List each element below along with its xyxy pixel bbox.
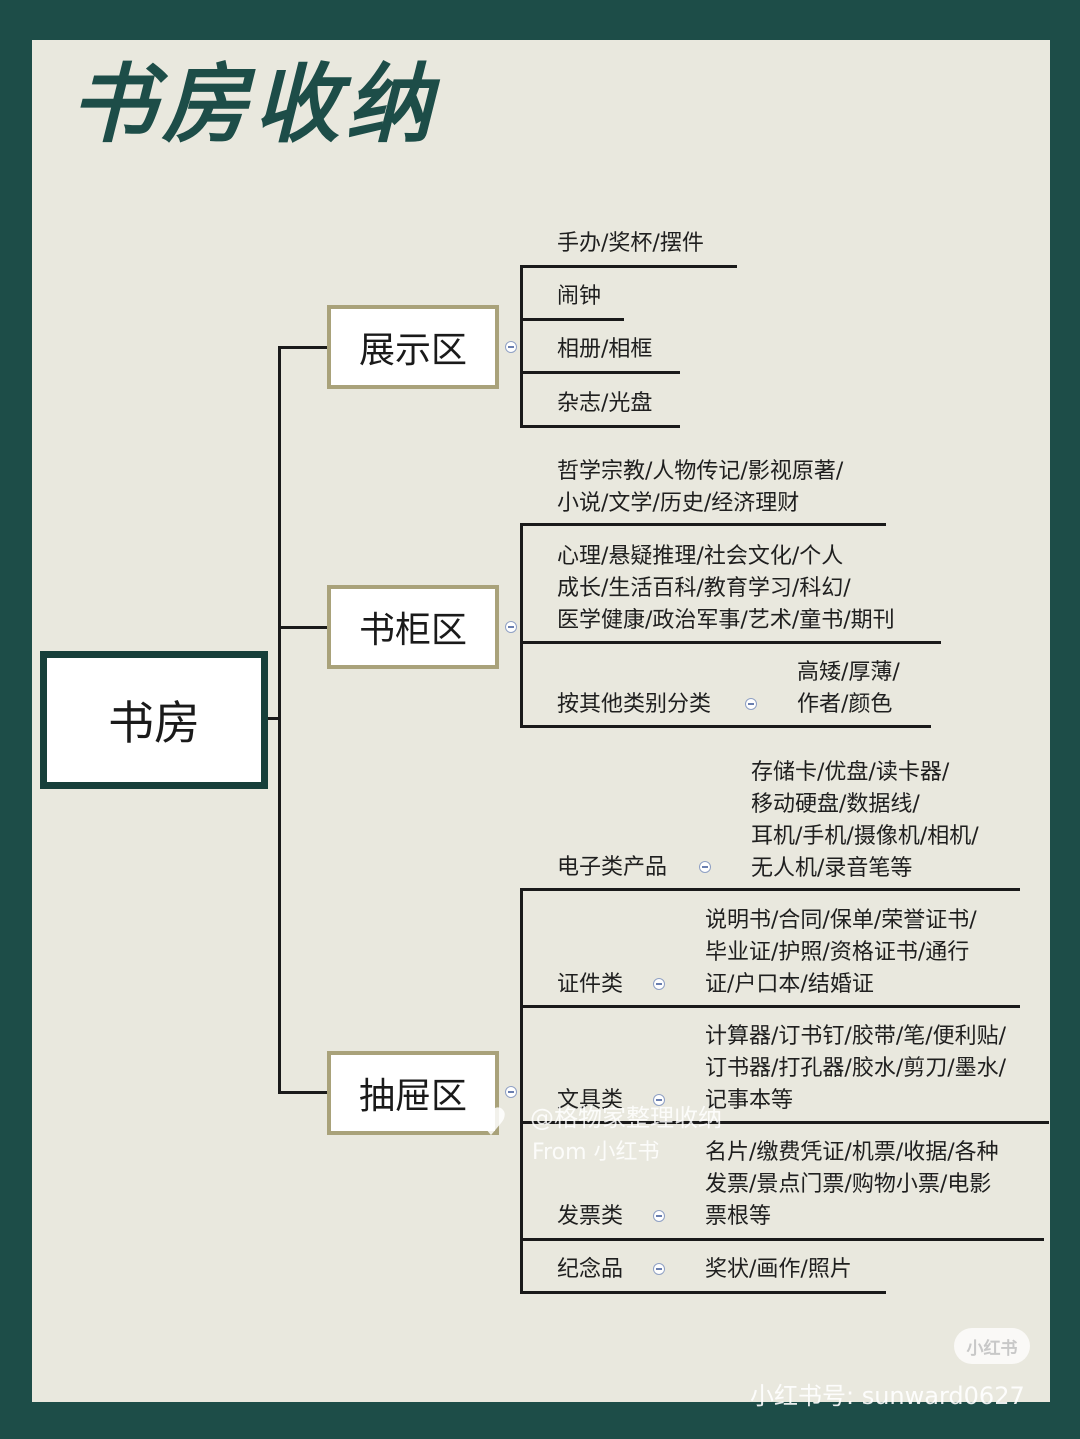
leaf-figures: 手办/奖杯/摆件 [557,231,704,256]
collapse-toggle-icon[interactable] [653,1263,665,1275]
root-connector [268,717,280,720]
drawer-rule-3 [520,1121,1049,1124]
display-rule-2 [520,318,624,321]
bookcase-rule-2 [520,641,941,644]
collapse-toggle-icon[interactable] [699,861,711,873]
bookcase-rule-1 [520,523,886,526]
display-rule-3 [520,371,680,374]
drawer-stationery-label: 文具类 [557,1088,624,1113]
watermark-source: From 小红书 [532,1140,660,1165]
trunk-line [278,346,281,1094]
collapse-toggle-icon[interactable] [505,621,517,633]
logo-icon: 小红书 [954,1328,1030,1364]
watermark-handle: @格物家整理收纳 [530,1104,722,1132]
bookcase-rule-3 [520,725,931,728]
page-title: 书房收纳 [70,55,438,155]
bookcase-connector [278,626,328,629]
drawer-rule-1 [520,888,1020,891]
collapse-toggle-icon[interactable] [745,698,757,710]
drawer-invoices-details: 名片/缴费凭证/机票/收据/各种 发票/景点门票/购物小票/电影 票根等 [705,1140,999,1229]
display-connector [278,346,328,349]
drawer-connector [278,1091,328,1094]
drawer-electronics-details: 存储卡/优盘/读卡器/ 移动硬盘/数据线/ 耳机/手机/摄像机/相机/ 无人机/… [751,760,979,881]
drawer-documents-details: 说明书/合同/保单/荣誉证书/ 毕业证/护照/资格证书/通行 证/户口本/结婚证 [705,908,977,997]
branch-bookcase[interactable]: 书柜区 [327,585,499,669]
display-rule-1 [520,265,737,268]
bookcase-other-details: 高矮/厚薄/ 作者/颜色 [797,660,900,717]
display-vertical [520,266,523,428]
drawer-stationery-details: 计算器/订书钉/胶带/笔/便利贴/ 订书器/打孔器/胶水/剪刀/墨水/ 记事本等 [705,1024,1007,1113]
watermark-account: 小红书号: sunward0627 [750,1382,1025,1410]
bookcase-vertical [520,524,523,728]
leaf-magazine: 杂志/光盘 [557,391,653,416]
bookcase-genres-2: 心理/悬疑推理/社会文化/个人 成长/生活百科/教育学习/科幻/ 医学健康/政治… [557,544,895,633]
collapse-toggle-icon[interactable] [653,1094,665,1106]
leaf-album: 相册/相框 [557,337,653,362]
drawer-vertical [520,889,523,1294]
branch-drawer[interactable]: 抽屉区 [327,1051,499,1135]
branch-display[interactable]: 展示区 [327,305,499,389]
bookcase-genres-1: 哲学宗教/人物传记/影视原著/ 小说/文学/历史/经济理财 [557,459,844,516]
collapse-toggle-icon[interactable] [653,1210,665,1222]
drawer-rule-2 [520,1005,1020,1008]
leaf-clock: 闹钟 [557,284,602,309]
drawer-documents-label: 证件类 [557,972,624,997]
root-node[interactable]: 书房 [40,651,268,789]
drawer-invoices-label: 发票类 [557,1204,624,1229]
drawer-rule-5 [520,1291,886,1294]
drawer-souvenirs-label: 纪念品 [557,1257,624,1282]
collapse-toggle-icon[interactable] [505,1086,517,1098]
collapse-toggle-icon[interactable] [653,978,665,990]
drawer-souvenirs-details: 奖状/画作/照片 [705,1257,852,1282]
drawer-rule-4 [520,1238,1044,1241]
bookcase-other-label: 按其他类别分类 [557,692,712,717]
drawer-electronics-label: 电子类产品 [557,855,668,880]
collapse-toggle-icon[interactable] [505,341,517,353]
display-rule-4 [520,425,680,428]
heart-icon: ♥ [474,1100,509,1144]
